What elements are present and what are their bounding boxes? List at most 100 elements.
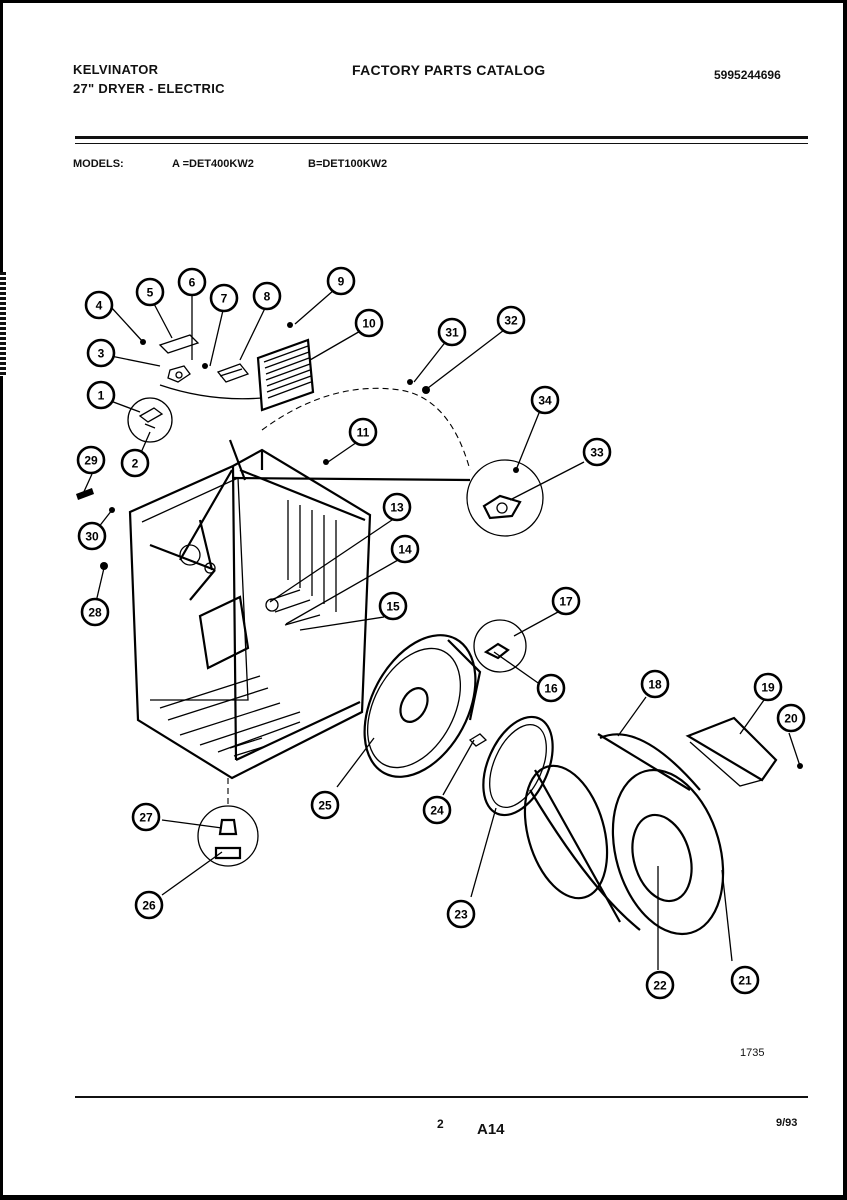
callout-label: 31: [445, 326, 459, 340]
leveling-leg: [214, 818, 242, 860]
scan-edge-mark: [0, 272, 6, 376]
models-label: MODELS:: [73, 158, 124, 170]
callout-label: 20: [784, 712, 798, 726]
callout-1: 1: [86, 380, 116, 410]
callout-label: 8: [264, 290, 271, 304]
callout-label: 7: [221, 292, 228, 306]
callout-2: 2: [120, 448, 150, 478]
model-a: A =DET400KW2: [172, 158, 254, 170]
callout-18: 18: [640, 669, 670, 699]
header-rule: [75, 136, 808, 139]
callout-label: 22: [653, 979, 667, 993]
drum-bearing: [468, 733, 488, 747]
callout-25: 25: [310, 790, 340, 820]
drum-seal-ring: [482, 715, 554, 817]
callout-label: 10: [362, 317, 376, 331]
lint-filter-grille: [256, 338, 315, 412]
detail-circle-roller: [473, 619, 527, 673]
callout-label: 14: [398, 543, 412, 557]
callout-31: 31: [437, 317, 467, 347]
callout-30: 30: [77, 521, 107, 551]
callout-9: 9: [326, 266, 356, 296]
callout-28: 28: [80, 597, 110, 627]
callout-4: 4: [84, 290, 114, 320]
catalog-title: FACTORY PARTS CATALOG: [352, 62, 546, 78]
catalog-part-number: 5995244696: [714, 68, 781, 82]
callout-23: 23: [446, 899, 476, 929]
callout-19: 19: [753, 672, 783, 702]
callout-label: 30: [85, 530, 99, 544]
detail-circle-thermostat: [466, 459, 544, 537]
callout-8: 8: [252, 281, 282, 311]
callout-3: 3: [86, 338, 116, 368]
callout-label: 28: [88, 606, 102, 620]
figure-number: 1735: [740, 1047, 765, 1059]
callout-label: 33: [590, 446, 604, 460]
callout-label: 29: [84, 454, 98, 468]
callout-label: 4: [96, 299, 103, 313]
callout-32: 32: [496, 305, 526, 335]
callout-label: 27: [139, 811, 153, 825]
callout-label: 24: [430, 804, 444, 818]
callout-label: 25: [318, 799, 332, 813]
callout-label: 23: [454, 908, 468, 922]
callout-label: 18: [648, 678, 662, 692]
callout-label: 16: [544, 682, 558, 696]
callout-label: 11: [357, 426, 370, 440]
bracket-part: [158, 334, 200, 354]
detail-circle-hinge: [127, 397, 173, 443]
callout-21: 21: [730, 965, 760, 995]
callout-label: 6: [189, 276, 196, 290]
callout-27: 27: [131, 802, 161, 832]
callout-17: 17: [551, 586, 581, 616]
thermostat-part: [167, 365, 191, 383]
callout-7: 7: [209, 283, 239, 313]
switch-part: [216, 363, 250, 383]
callout-label: 19: [761, 681, 775, 695]
callout-20: 20: [776, 703, 806, 733]
callout-33: 33: [582, 437, 612, 467]
cycling-thermostat: [482, 494, 522, 520]
callout-14: 14: [390, 534, 420, 564]
catalog-sheet: [3, 3, 843, 1195]
drum-roller: [483, 642, 510, 660]
header-rule-thin: [75, 143, 808, 144]
rear-bulkhead: [363, 634, 482, 778]
callout-22: 22: [645, 970, 675, 1000]
callout-label: 9: [338, 275, 345, 289]
callout-label: 26: [142, 899, 156, 913]
callout-label: 2: [132, 457, 139, 471]
brand-name: KELVINATOR: [73, 62, 159, 77]
dryer-drum: [523, 733, 725, 936]
callout-label: 15: [386, 600, 400, 614]
callout-6: 6: [177, 267, 207, 297]
callout-label: 1: [98, 389, 105, 403]
callout-11: 11: [348, 417, 378, 447]
callout-10: 10: [354, 308, 384, 338]
page-number: 2: [437, 1117, 444, 1131]
callout-34: 34: [530, 385, 560, 415]
callout-label: 32: [504, 314, 518, 328]
callout-label: 34: [538, 394, 552, 408]
callout-label: 13: [390, 501, 404, 515]
callout-5: 5: [135, 277, 165, 307]
callout-label: 3: [98, 347, 105, 361]
callout-16: 16: [536, 673, 566, 703]
section-code: A14: [477, 1121, 505, 1138]
callout-label: 5: [147, 286, 154, 300]
callout-15: 15: [378, 591, 408, 621]
revision-date: 9/93: [776, 1117, 798, 1129]
assembly-arc: [261, 387, 471, 471]
dryer-cabinet: [128, 439, 471, 780]
callout-13: 13: [382, 492, 412, 522]
model-b: B=DET100KW2: [308, 158, 388, 170]
product-description: 27" DRYER - ELECTRIC: [73, 81, 225, 96]
footer-rule: [75, 1096, 808, 1098]
callout-26: 26: [134, 890, 164, 920]
callout-label: 17: [559, 595, 573, 609]
hinge-part: [138, 407, 164, 429]
detail-circle-leveling-leg: [197, 805, 259, 867]
callout-24: 24: [422, 795, 452, 825]
